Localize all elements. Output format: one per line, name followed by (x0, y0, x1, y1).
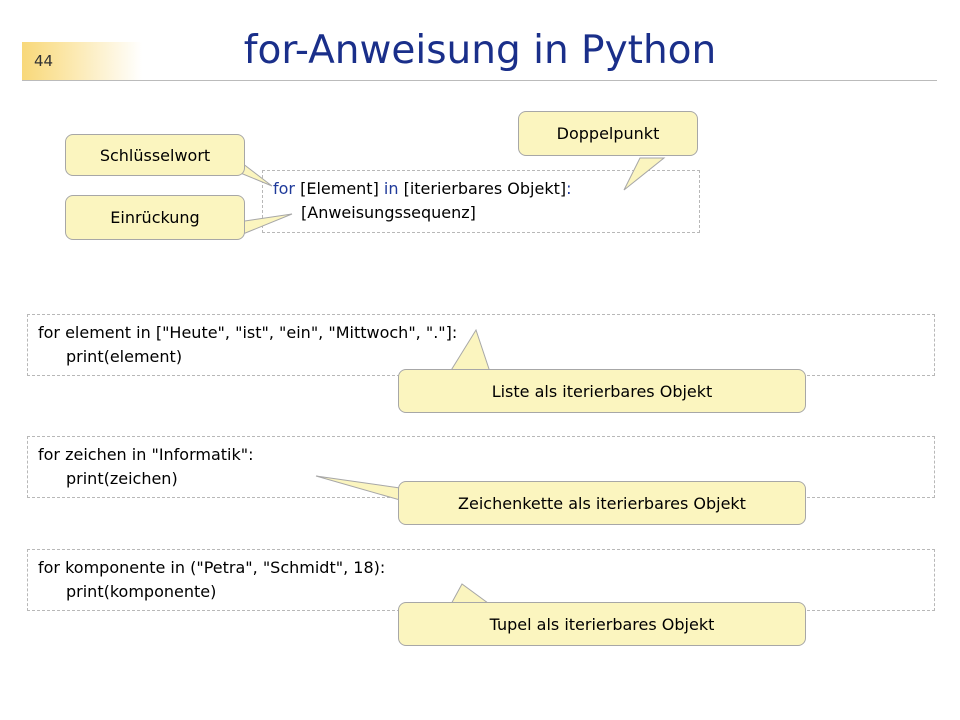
example-tuple-line-2: print(komponente) (66, 582, 217, 601)
string-callout-pointer (315, 475, 401, 501)
list-callout-pointer (449, 328, 491, 373)
syntax-element: [Element] (295, 179, 384, 198)
tuple-callout: Tupel als iterierbares Objekt (398, 602, 806, 646)
tuple-callout-label: Tupel als iterierbares Objekt (489, 614, 715, 634)
page-number-bar (22, 42, 142, 80)
list-callout-label: Liste als iterierbares Objekt (491, 381, 713, 401)
syntax-colon: : (566, 179, 572, 198)
syntax-in-keyword: in (383, 179, 399, 198)
syntax-line-2: [Anweisungssequenz] (301, 203, 476, 222)
colon-callout: Doppelpunkt (518, 111, 698, 156)
keyword-callout-label: Schlüsselwort (99, 145, 211, 165)
syntax-line-1: for [Element] in [iterierbares Objekt]: (273, 177, 689, 201)
example-string-line-2: print(zeichen) (66, 469, 178, 488)
string-callout: Zeichenkette als iterierbares Objekt (398, 481, 806, 525)
syntax-iterable: [iterierbares Objekt] (398, 179, 567, 198)
slide-title: for-Anweisung in Python (243, 28, 717, 73)
colon-callout-label: Doppelpunkt (556, 124, 660, 143)
colon-callout-pointer (623, 157, 666, 191)
example-tuple-line-1: for komponente in ("Petra", "Schmidt", 1… (38, 558, 386, 577)
example-list-line-1: for element in ["Heute", "ist", "ein", "… (38, 323, 458, 342)
list-callout: Liste als iterierbares Objekt (398, 369, 806, 413)
syntax-for-keyword: for (273, 179, 295, 198)
string-callout-label: Zeichenkette als iterierbares Objekt (458, 493, 746, 513)
indent-callout: Einrückung (65, 195, 245, 240)
keyword-callout: Schlüsselwort (65, 134, 245, 176)
title-divider (22, 80, 937, 81)
example-list-line-2: print(element) (66, 347, 183, 366)
page-number: 44 (34, 52, 54, 70)
example-string-line-1: for zeichen in "Informatik": (38, 445, 254, 464)
indent-callout-pointer (237, 213, 293, 237)
indent-callout-label: Einrückung (110, 208, 200, 227)
syntax-code-box: for [Element] in [iterierbares Objekt]: … (262, 170, 700, 233)
